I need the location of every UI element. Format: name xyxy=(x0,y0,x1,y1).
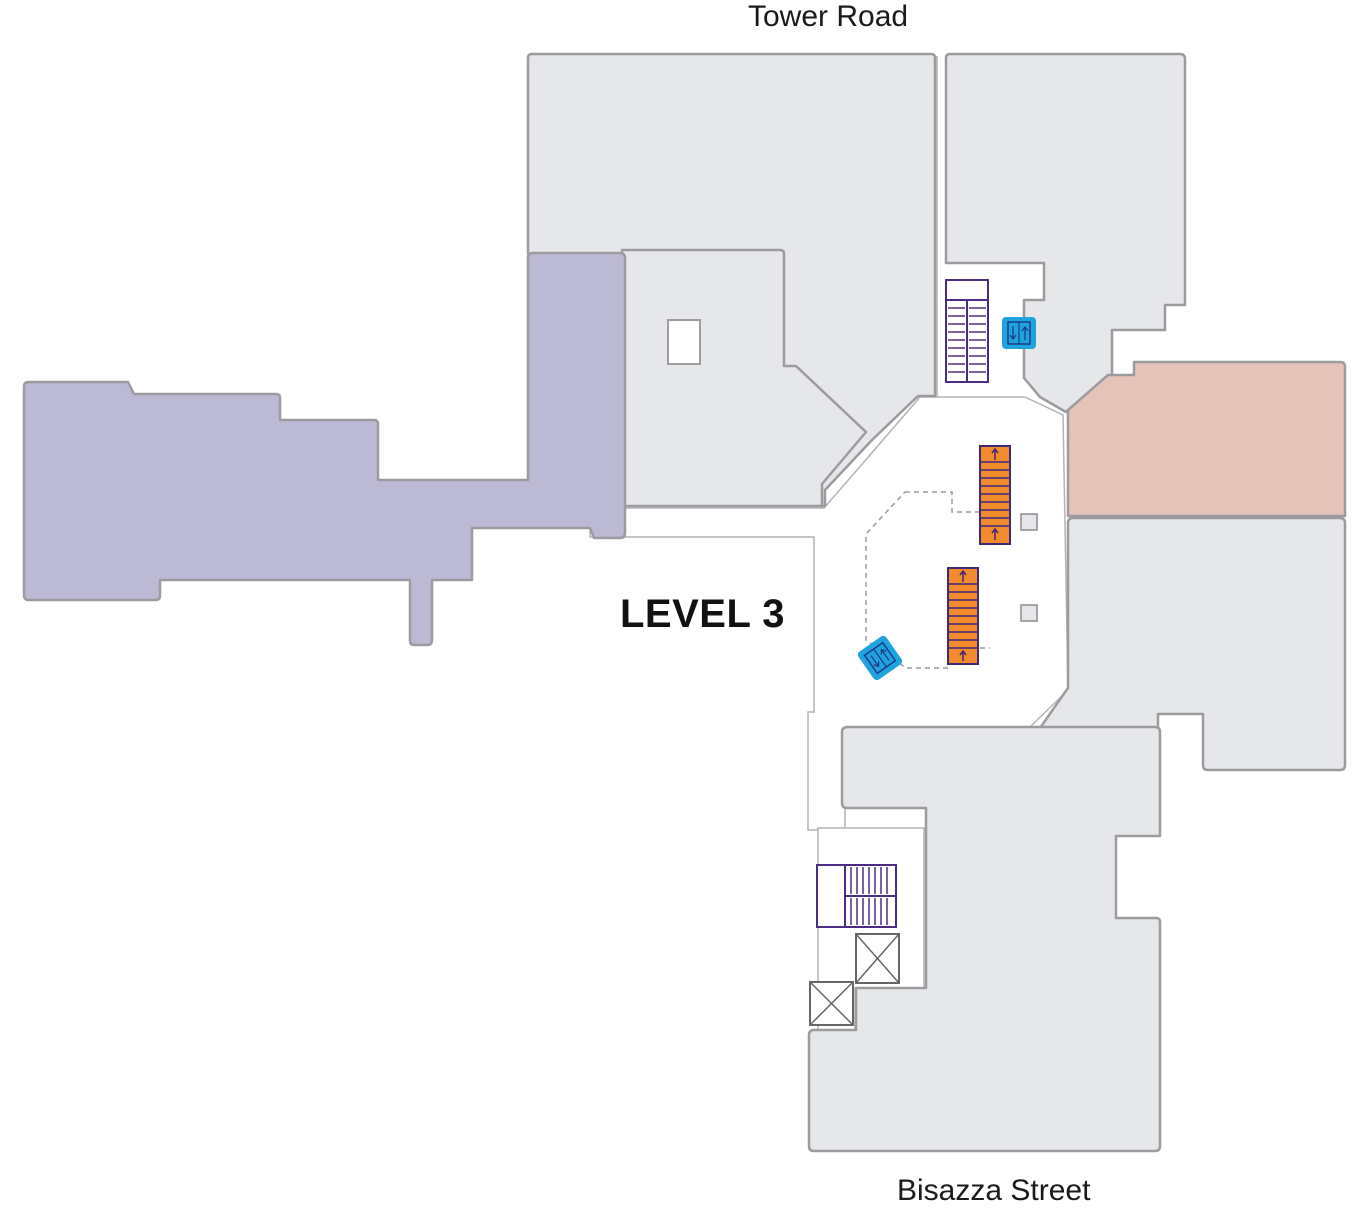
stairs-north xyxy=(945,279,989,383)
lift-icon xyxy=(1002,317,1036,349)
unit-north-inner xyxy=(620,248,868,508)
service-shaft-icon xyxy=(809,981,854,1026)
level-title: LEVEL 3 xyxy=(620,592,786,636)
atrium-void-outline xyxy=(865,491,990,669)
service-shaft-icon xyxy=(855,933,900,984)
stairs-north-treads xyxy=(948,307,986,373)
unit-east-large xyxy=(1038,516,1347,772)
escalator-icon xyxy=(947,567,979,665)
unit-north-void xyxy=(667,319,701,365)
street-label-bisazza-street: Bisazza Street xyxy=(897,1174,1091,1207)
column-marker xyxy=(1020,604,1038,622)
lift-icon xyxy=(857,635,903,681)
unit-west-highlight xyxy=(22,251,627,647)
tenancy-units xyxy=(22,52,1347,1153)
unit-east-highlight xyxy=(1066,360,1347,518)
unit-south-upper xyxy=(807,725,1162,1153)
escalator-icon xyxy=(979,445,1011,545)
street-label-tower-road: Tower Road xyxy=(748,0,909,33)
unit-northeast xyxy=(944,52,1187,414)
stairs-icon xyxy=(816,864,897,928)
column-marker xyxy=(1020,513,1038,531)
